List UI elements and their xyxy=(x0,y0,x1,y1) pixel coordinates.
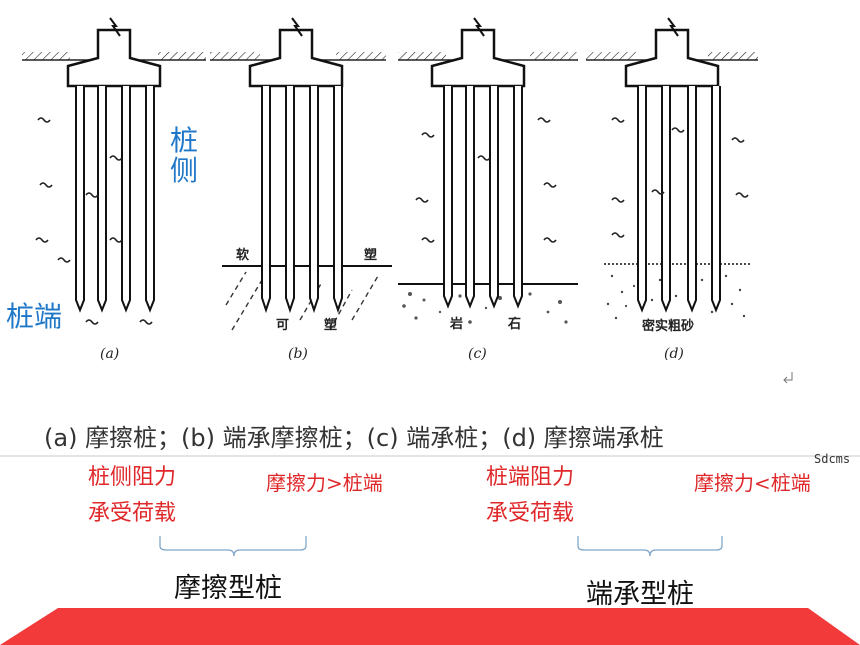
soil-label-rock-2: 石 xyxy=(508,317,522,332)
pile-cap xyxy=(248,28,344,88)
panel-a xyxy=(22,17,206,325)
bottom-red-band xyxy=(0,608,860,645)
pile xyxy=(121,86,131,313)
pile-tip-label: 桩端 xyxy=(6,300,63,333)
pile xyxy=(97,86,107,313)
pile xyxy=(489,86,499,309)
piles xyxy=(261,86,343,314)
panel-label-d: (d) xyxy=(664,346,684,362)
pile xyxy=(687,86,697,313)
soil-label-rock-1: 岩 xyxy=(450,317,464,332)
plastic-layer-dashes xyxy=(225,271,379,331)
group-label-end-bearing: 端承型桩 xyxy=(586,579,694,610)
pile xyxy=(309,86,319,314)
pile xyxy=(443,86,453,309)
panel-b xyxy=(210,17,392,331)
ground-hatch-left xyxy=(586,52,636,60)
pile xyxy=(75,86,85,313)
pile xyxy=(465,86,475,309)
pile xyxy=(637,86,647,313)
sand-texture xyxy=(606,268,746,320)
ground-hatch-left xyxy=(210,52,260,60)
note-friction-lt-tip: 摩擦力<桩端 xyxy=(694,471,811,495)
group-label-friction: 摩擦型桩 xyxy=(174,573,282,604)
ground-hatch-right xyxy=(530,52,578,60)
note-tip-resistance: 桩端阻力 承受荷载 xyxy=(486,465,575,526)
panel-label-b: (b) xyxy=(288,346,308,362)
pile xyxy=(145,86,155,313)
break-mark xyxy=(109,17,121,37)
pile-cap xyxy=(430,28,526,88)
note-friction-gt-tip: 摩擦力>桩端 xyxy=(266,471,383,495)
end-bearing-bracket xyxy=(577,536,723,557)
pile-side-label: 桩 侧 xyxy=(170,124,199,187)
break-mark xyxy=(473,17,485,37)
ground-hatch-left xyxy=(398,52,446,60)
ground-hatch-left xyxy=(22,52,70,60)
soil-label-can: 可 xyxy=(276,318,290,333)
clay-marks xyxy=(611,117,749,238)
piles xyxy=(443,86,523,309)
ground-hatch-right xyxy=(336,52,386,60)
piles xyxy=(75,86,155,313)
panel-d xyxy=(586,17,758,320)
soil-label-dense-sand: 密实粗砂 xyxy=(642,319,695,334)
soil-label-soft: 软 xyxy=(236,248,250,263)
ground-hatch-right xyxy=(158,52,206,60)
soil-label-plastic-top: 塑 xyxy=(364,248,378,263)
pile xyxy=(285,86,295,314)
pile xyxy=(513,86,523,309)
note-side-resistance: 桩侧阻力 承受荷载 xyxy=(88,465,177,526)
clay-marks xyxy=(35,117,153,325)
pile-cap xyxy=(624,28,720,88)
break-mark xyxy=(291,17,303,37)
watermark: Sdcms xyxy=(814,452,851,466)
break-mark xyxy=(667,17,679,37)
rock-texture xyxy=(402,292,568,324)
clay-marks xyxy=(415,117,557,243)
pile xyxy=(333,86,343,314)
ground-hatch-right xyxy=(708,52,758,60)
friction-bracket xyxy=(159,536,307,557)
soil-label-plastic-bottom: 塑 xyxy=(324,318,338,333)
pile xyxy=(711,86,721,313)
panel-label-c: (c) xyxy=(468,346,487,362)
pile xyxy=(261,86,271,314)
panel-c xyxy=(398,17,578,324)
pile-cap xyxy=(66,28,162,88)
figure-caption: (a) 摩擦桩；(b) 端承摩擦桩；(c) 端承桩；(d) 摩擦端承桩 xyxy=(44,424,664,452)
paragraph-mark xyxy=(783,372,793,384)
panel-label-a: (a) xyxy=(100,346,120,362)
pile xyxy=(661,86,671,313)
piles xyxy=(637,86,721,313)
